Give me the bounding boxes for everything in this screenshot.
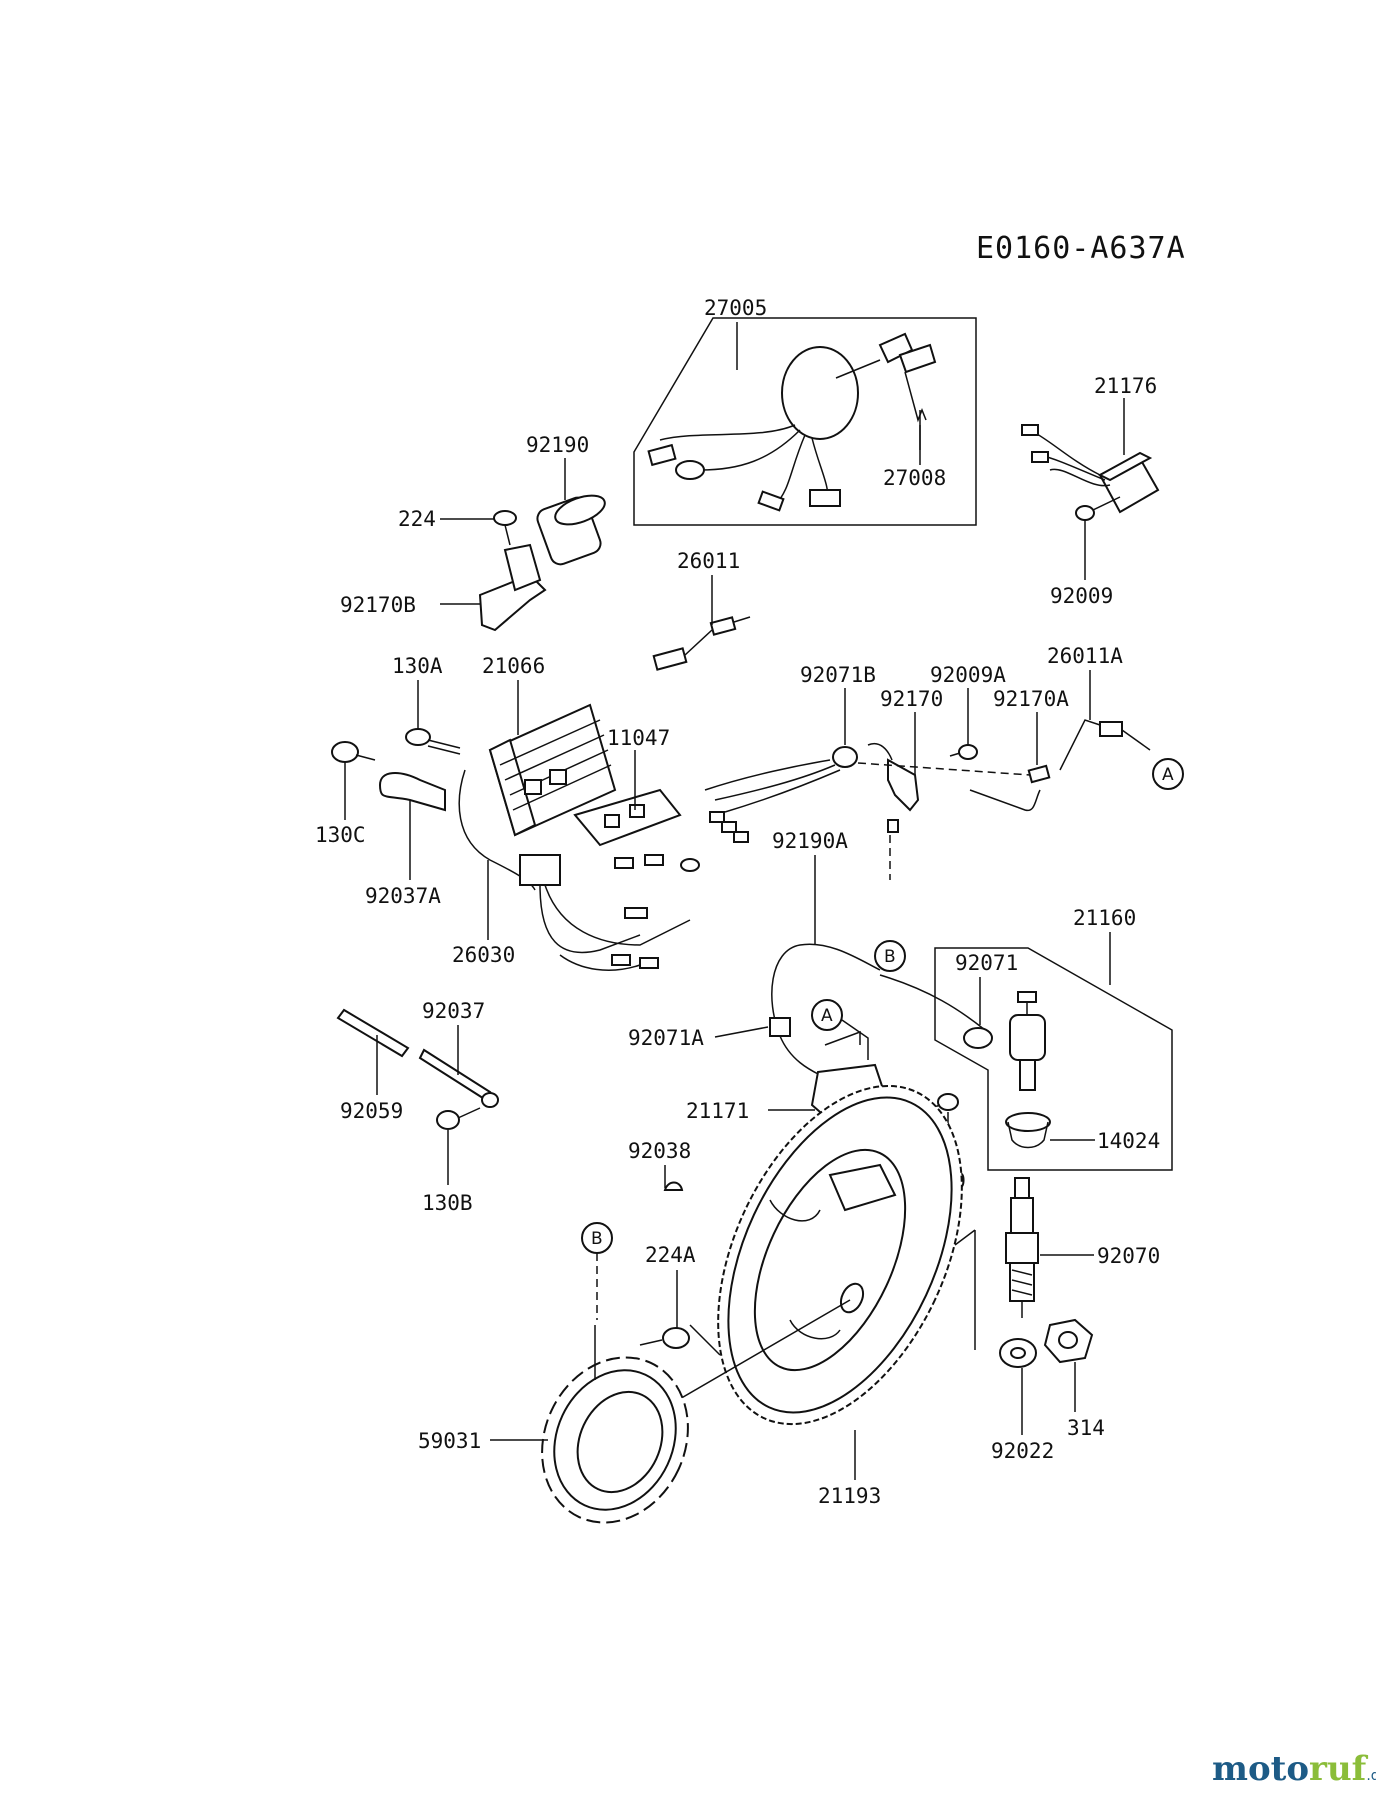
label-21176: 21176 <box>1094 374 1157 398</box>
label-26011: 26011 <box>677 549 740 573</box>
callout-b-upper: B <box>874 940 906 972</box>
svg-text:A: A <box>821 1006 833 1026</box>
rod-92059[interactable] <box>336 1008 410 1058</box>
svg-text:B: B <box>591 1229 603 1249</box>
assembly-box <box>633 317 977 526</box>
clamp-92037A[interactable] <box>378 772 446 812</box>
seal-92071 <box>963 1027 993 1049</box>
svg-text:B: B <box>884 947 896 967</box>
key-92038 <box>663 1181 684 1191</box>
label-27005: 27005 <box>704 296 767 320</box>
label-92190: 92190 <box>526 433 589 457</box>
plug-cap-21160[interactable] <box>934 947 1173 1171</box>
callout-b-lower: B <box>581 1222 613 1254</box>
module-21176[interactable] <box>1021 424 1160 521</box>
stator-59031[interactable] <box>516 1240 721 1547</box>
label-92071A: 92071A <box>628 1026 704 1050</box>
regulator-21066[interactable] <box>488 703 617 837</box>
label-92037A: 92037A <box>365 884 441 908</box>
label-130C: 130C <box>315 823 366 847</box>
harness-26030[interactable] <box>458 769 700 971</box>
label-92059: 92059 <box>340 1099 403 1123</box>
wiring-group-92170[interactable] <box>704 719 1151 880</box>
screw-92009 <box>1075 505 1095 521</box>
ignition-switch-body <box>781 346 859 440</box>
label-21171: 21171 <box>686 1099 749 1123</box>
bracket-11047[interactable] <box>573 788 682 847</box>
connector-26011A <box>1099 721 1123 737</box>
flywheel-21193[interactable] <box>639 1047 1011 1462</box>
label-92170A: 92170A <box>993 687 1069 711</box>
capacitor-92190[interactable] <box>535 490 609 567</box>
label-26011A: 26011A <box>1047 644 1123 668</box>
wire-terminal <box>647 443 677 467</box>
svg-text:A: A <box>1162 765 1174 785</box>
callout-a-upper: A <box>1152 758 1184 790</box>
label-27008: 27008 <box>883 466 946 490</box>
spark-plug-92070[interactable] <box>1005 1177 1039 1318</box>
bolt-130A[interactable] <box>405 728 461 755</box>
screw-92009A <box>958 744 978 760</box>
label-11047: 11047 <box>607 726 670 750</box>
label-92037: 92037 <box>422 999 485 1023</box>
grommet-92071A <box>769 1017 791 1037</box>
label-130A: 130A <box>392 654 443 678</box>
label-92071: 92071 <box>955 951 1018 975</box>
harness-connector <box>519 854 561 886</box>
assembly-box <box>934 947 1173 1171</box>
callout-a-lower: A <box>811 999 843 1031</box>
label-92190A: 92190A <box>772 829 848 853</box>
clip-92170A <box>1027 764 1051 784</box>
label-92170B: 92170B <box>340 593 416 617</box>
label-92022: 92022 <box>991 1439 1054 1463</box>
lever-92037[interactable] <box>418 1048 499 1130</box>
bolt-130B <box>436 1110 460 1130</box>
label-21160: 21160 <box>1073 906 1136 930</box>
label-92009A: 92009A <box>930 663 1006 687</box>
svg-text:motoruf.de: motoruf.de <box>1212 1749 1376 1789</box>
label-21193: 21193 <box>818 1484 881 1508</box>
watermark-logo: motoruf.de <box>1212 1749 1376 1789</box>
diagram-code: E0160-A637A <box>976 231 1186 266</box>
label-224: 224 <box>398 507 436 531</box>
nut-314[interactable] <box>1043 1318 1094 1364</box>
label-59031: 59031 <box>418 1429 481 1453</box>
label-314: 314 <box>1067 1416 1105 1440</box>
flywheel-key-plate <box>828 1163 897 1212</box>
label-92071B: 92071B <box>800 663 876 687</box>
bolt-224A <box>662 1327 690 1349</box>
label-224A: 224A <box>645 1243 696 1267</box>
wire-connector <box>809 489 841 507</box>
label-92170: 92170 <box>880 687 943 711</box>
screw-224 <box>493 510 517 526</box>
label-92070: 92070 <box>1097 1244 1160 1268</box>
grommet-92071B <box>832 746 858 768</box>
washer-92022[interactable] <box>999 1338 1037 1368</box>
bracket-92170B[interactable] <box>478 510 547 632</box>
label-26030: 26030 <box>452 943 515 967</box>
label-14024: 14024 <box>1097 1129 1160 1153</box>
label-130B: 130B <box>422 1191 473 1215</box>
label-92009: 92009 <box>1050 584 1113 608</box>
wire-26011[interactable] <box>652 616 751 671</box>
bolt-130C[interactable] <box>331 741 376 763</box>
cover-14024 <box>1005 1112 1051 1132</box>
ignition-switch-assembly[interactable] <box>633 317 977 526</box>
label-92038: 92038 <box>628 1139 691 1163</box>
bolt-130 <box>937 1093 959 1111</box>
label-21066: 21066 <box>482 654 545 678</box>
